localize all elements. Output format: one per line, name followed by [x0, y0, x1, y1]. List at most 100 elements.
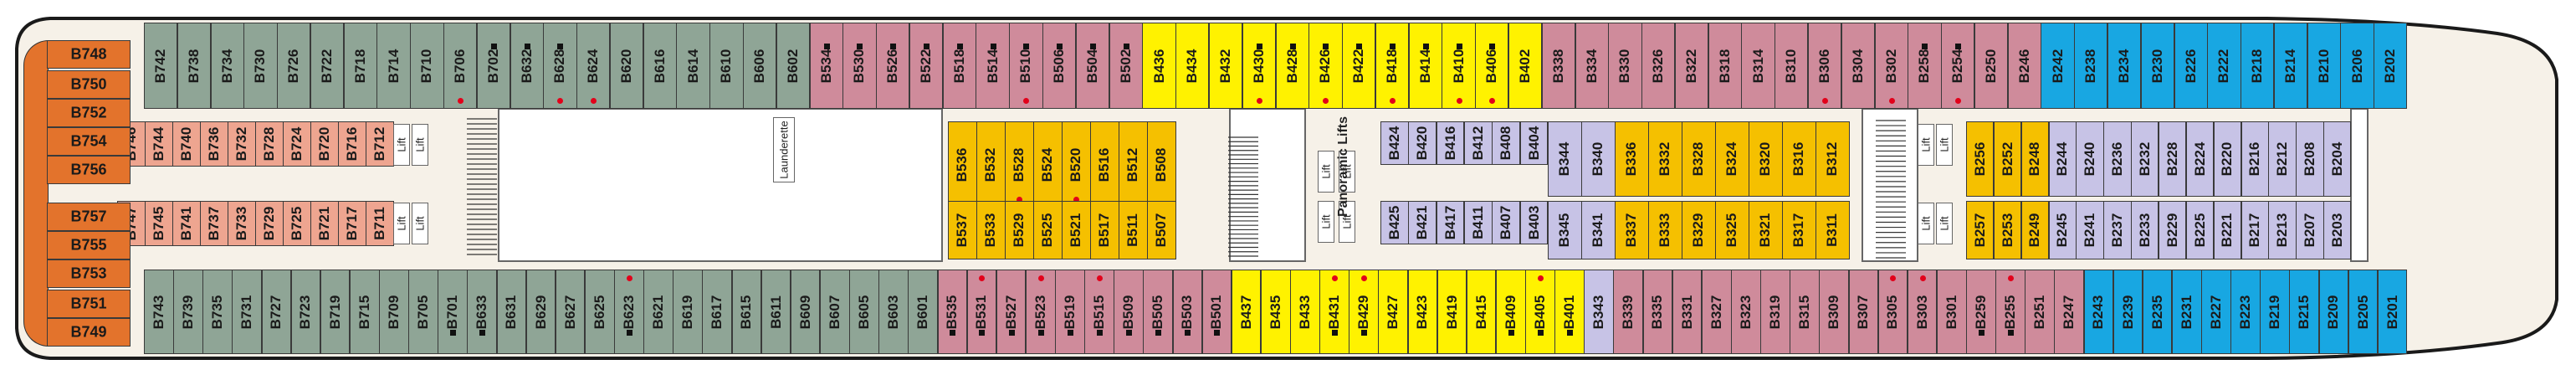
cabin-b324[interactable]: B324 — [1715, 121, 1749, 197]
cabin-b623[interactable]: B623 — [614, 270, 644, 354]
cabin-b722[interactable]: B722 — [310, 23, 345, 109]
cabin-b418[interactable]: B418 — [1375, 23, 1410, 109]
cabin-b212[interactable]: B212 — [2268, 121, 2297, 197]
cabin-b436[interactable]: B436 — [1142, 23, 1176, 109]
cabin-b632[interactable]: B632 — [510, 23, 544, 109]
cabin-b201[interactable]: B201 — [2377, 270, 2408, 354]
cabin-b609[interactable]: B609 — [790, 270, 821, 354]
cabin-b344[interactable]: B344 — [1548, 121, 1582, 197]
cabin-b339[interactable]: B339 — [1613, 270, 1644, 354]
cabin-b220[interactable]: B220 — [2213, 121, 2242, 197]
cabin-b231[interactable]: B231 — [2171, 270, 2202, 354]
cabin-b427[interactable]: B427 — [1378, 270, 1409, 354]
cabin-b215[interactable]: B215 — [2289, 270, 2320, 354]
cabin-b525[interactable]: B525 — [1033, 201, 1063, 259]
cabin-b514[interactable]: B514 — [976, 23, 1010, 109]
cabin-b729[interactable]: B729 — [255, 201, 284, 246]
cabin-b319[interactable]: B319 — [1760, 270, 1790, 354]
cabin-b723[interactable]: B723 — [290, 270, 321, 354]
cabin-b256[interactable]: B256 — [1966, 121, 1995, 197]
cabin-b437[interactable]: B437 — [1231, 270, 1262, 354]
cabin-b742[interactable]: B742 — [144, 23, 178, 109]
cabin-b711[interactable]: B711 — [366, 201, 394, 246]
cabin-b507[interactable]: B507 — [1147, 201, 1176, 259]
cabin-b730[interactable]: B730 — [243, 23, 278, 109]
cabin-b232[interactable]: B232 — [2131, 121, 2159, 197]
cabin-b743[interactable]: B743 — [144, 270, 174, 354]
cabin-b257[interactable]: B257 — [1966, 201, 1995, 259]
cabin-b407[interactable]: B407 — [1492, 201, 1521, 244]
cabin-b218[interactable]: B218 — [2241, 23, 2275, 109]
cabin-b605[interactable]: B605 — [849, 270, 879, 354]
cabin-b624[interactable]: B624 — [576, 23, 611, 109]
cabin-b727[interactable]: B727 — [261, 270, 292, 354]
cabin-b531[interactable]: B531 — [966, 270, 997, 354]
cabin-b203[interactable]: B203 — [2323, 201, 2352, 259]
cabin-b207[interactable]: B207 — [2296, 201, 2324, 259]
cabin-b516[interactable]: B516 — [1090, 121, 1119, 208]
cabin-b506[interactable]: B506 — [1042, 23, 1077, 109]
cabin-b519[interactable]: B519 — [1055, 270, 1085, 354]
cabin-b338[interactable]: B338 — [1541, 23, 1575, 109]
cabin-b251[interactable]: B251 — [2025, 270, 2055, 354]
cabin-b223[interactable]: B223 — [2230, 270, 2261, 354]
cabin-b720[interactable]: B720 — [310, 121, 339, 167]
cabin-b718[interactable]: B718 — [343, 23, 377, 109]
cabin-b404[interactable]: B404 — [1519, 121, 1549, 165]
cabin-b309[interactable]: B309 — [1819, 270, 1850, 354]
cabin-b603[interactable]: B603 — [878, 270, 909, 354]
cabin-b432[interactable]: B432 — [1208, 23, 1243, 109]
cabin-b402[interactable]: B402 — [1508, 23, 1543, 109]
cabin-b744[interactable]: B744 — [145, 121, 173, 167]
cabin-b409[interactable]: B409 — [1495, 270, 1526, 354]
cabin-b412[interactable]: B412 — [1464, 121, 1493, 165]
cabin-b239[interactable]: B239 — [2113, 270, 2143, 354]
cabin-b226[interactable]: B226 — [2174, 23, 2208, 109]
cabin-b503[interactable]: B503 — [1172, 270, 1203, 354]
cabin-b248[interactable]: B248 — [2020, 121, 2050, 197]
cabin-b717[interactable]: B717 — [338, 201, 366, 246]
cabin-b732[interactable]: B732 — [228, 121, 256, 167]
cabin-b518[interactable]: B518 — [942, 23, 976, 109]
cabin-b712[interactable]: B712 — [366, 121, 394, 167]
cabin-b217[interactable]: B217 — [2241, 201, 2269, 259]
cabin-b332[interactable]: B332 — [1648, 121, 1682, 197]
cabin-b315[interactable]: B315 — [1790, 270, 1820, 354]
cabin-b621[interactable]: B621 — [643, 270, 673, 354]
cabin-b237[interactable]: B237 — [2103, 201, 2132, 259]
cabin-b420[interactable]: B420 — [1408, 121, 1437, 165]
cabin-b709[interactable]: B709 — [379, 270, 409, 354]
cabin-b606[interactable]: B606 — [743, 23, 777, 109]
cabin-b523[interactable]: B523 — [1025, 270, 1056, 354]
cabin-b205[interactable]: B205 — [2348, 270, 2379, 354]
cabin-b740[interactable]: B740 — [172, 121, 201, 167]
cabin-b228[interactable]: B228 — [2159, 121, 2187, 197]
cabin-b408[interactable]: B408 — [1492, 121, 1521, 165]
cabin-b433[interactable]: B433 — [1290, 270, 1320, 354]
cabin-b736[interactable]: B736 — [200, 121, 228, 167]
cabin-b235[interactable]: B235 — [2142, 270, 2173, 354]
cabin-b320[interactable]: B320 — [1749, 121, 1783, 197]
cabin-b745[interactable]: B745 — [145, 201, 173, 246]
cabin-b206[interactable]: B206 — [2340, 23, 2374, 109]
cabin-b602[interactable]: B602 — [776, 23, 811, 109]
cabin-b301[interactable]: B301 — [1936, 270, 1967, 354]
cabin-b258[interactable]: B258 — [1908, 23, 1942, 109]
cabin-b331[interactable]: B331 — [1672, 270, 1703, 354]
cabin-b307[interactable]: B307 — [1848, 270, 1879, 354]
cabin-b524[interactable]: B524 — [1033, 121, 1063, 208]
cabin-b214[interactable]: B214 — [2273, 23, 2308, 109]
cabin-b724[interactable]: B724 — [283, 121, 311, 167]
cabin-b435[interactable]: B435 — [1260, 270, 1291, 354]
cabin-b229[interactable]: B229 — [2159, 201, 2187, 259]
cabin-b737[interactable]: B737 — [200, 201, 228, 246]
cabin-b202[interactable]: B202 — [2374, 23, 2408, 109]
cabin-b230[interactable]: B230 — [2140, 23, 2175, 109]
cabin-b749[interactable]: B749 — [47, 318, 131, 347]
cabin-b750[interactable]: B750 — [47, 70, 131, 99]
cabin-b225[interactable]: B225 — [2185, 201, 2215, 259]
cabin-b515[interactable]: B515 — [1084, 270, 1114, 354]
cabin-b234[interactable]: B234 — [2107, 23, 2142, 109]
cabin-b303[interactable]: B303 — [1907, 270, 1938, 354]
cabin-b247[interactable]: B247 — [2054, 270, 2085, 354]
